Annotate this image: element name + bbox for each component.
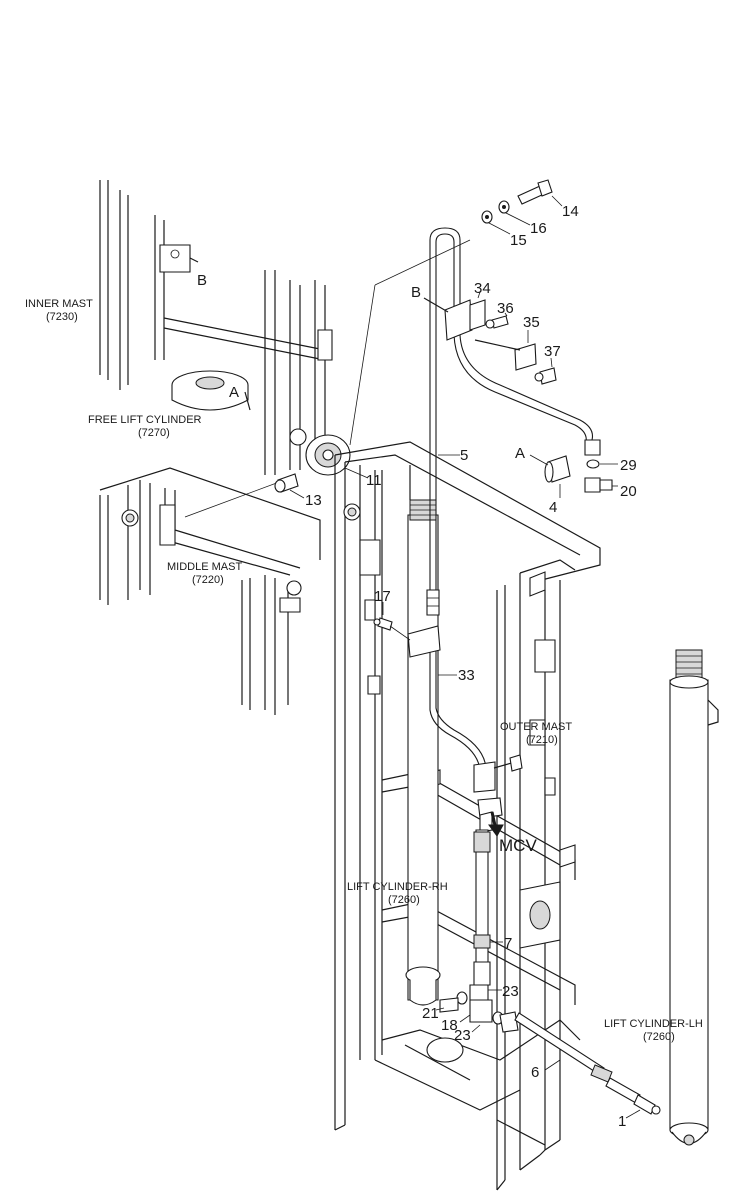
callout-37: 37 xyxy=(544,343,561,360)
hose-7 xyxy=(473,829,491,986)
marker-a-left: A xyxy=(229,384,239,401)
callout-6: 6 xyxy=(531,1064,539,1081)
callout-21: 21 xyxy=(422,1005,439,1022)
lift-cylinder-rh-label: LIFT CYLINDER-RH xyxy=(347,881,448,893)
lift-cylinder-rh-drawing xyxy=(405,499,441,1006)
mcv-label: MCV xyxy=(499,836,537,855)
marker-a-fitting: A xyxy=(515,445,525,462)
outer-mast-drawing xyxy=(334,441,601,1191)
outer-mast-code: (7210) xyxy=(526,734,558,746)
fittings-18-21-23 xyxy=(439,984,519,1033)
pipe-33 xyxy=(407,625,523,833)
inner-mast-label: INNER MAST xyxy=(25,298,93,310)
bracket-b-parts xyxy=(423,297,557,385)
callout-15: 15 xyxy=(510,232,527,249)
callout-36: 36 xyxy=(497,300,514,317)
inner-mast-code: (7230) xyxy=(46,311,78,323)
bolt-17 xyxy=(373,617,411,641)
pipe-5 xyxy=(426,227,601,616)
marker-b-bracket: B xyxy=(411,284,421,301)
lift-cylinder-lh-drawing xyxy=(669,649,719,1146)
callout-17: 17 xyxy=(374,588,391,605)
callout-1: 1 xyxy=(618,1113,626,1130)
callout-13: 13 xyxy=(305,492,322,509)
middle-mast-drawing xyxy=(99,467,321,715)
callout-23-upper: 23 xyxy=(502,983,519,1000)
callout-16: 16 xyxy=(530,220,547,237)
marker-b-left: B xyxy=(197,272,207,289)
bolt-washers xyxy=(481,179,553,224)
sheave-assembly xyxy=(274,239,471,493)
outer-mast-label: OUTER MAST xyxy=(500,721,572,733)
callout-20: 20 xyxy=(620,483,637,500)
callout-7: 7 xyxy=(504,935,512,952)
mcv-arrow xyxy=(488,811,504,837)
pipe-6 xyxy=(514,1012,661,1115)
free-lift-cylinder-label: FREE LIFT CYLINDER xyxy=(88,414,202,426)
free-lift-cylinder-code: (7270) xyxy=(138,427,170,439)
lift-cylinder-lh-label: LIFT CYLINDER-LH xyxy=(604,1018,703,1030)
inner-mast-drawing xyxy=(99,180,333,475)
middle-mast-label: MIDDLE MAST xyxy=(167,561,242,573)
callout-29: 29 xyxy=(620,457,637,474)
callout-33: 33 xyxy=(458,667,475,684)
callout-11: 11 xyxy=(366,472,382,489)
callout-34: 34 xyxy=(474,280,491,297)
callout-23-lower: 23 xyxy=(454,1027,471,1044)
fitting-a-parts xyxy=(544,455,613,493)
lift-cylinder-lh-code: (7260) xyxy=(643,1031,675,1043)
callout-14: 14 xyxy=(562,203,579,220)
callout-18: 18 xyxy=(441,1017,458,1034)
callout-5: 5 xyxy=(460,447,468,464)
lift-cylinder-rh-code: (7260) xyxy=(388,894,420,906)
callout-4: 4 xyxy=(549,499,557,516)
middle-mast-code: (7220) xyxy=(192,574,224,586)
callout-35: 35 xyxy=(523,314,540,331)
